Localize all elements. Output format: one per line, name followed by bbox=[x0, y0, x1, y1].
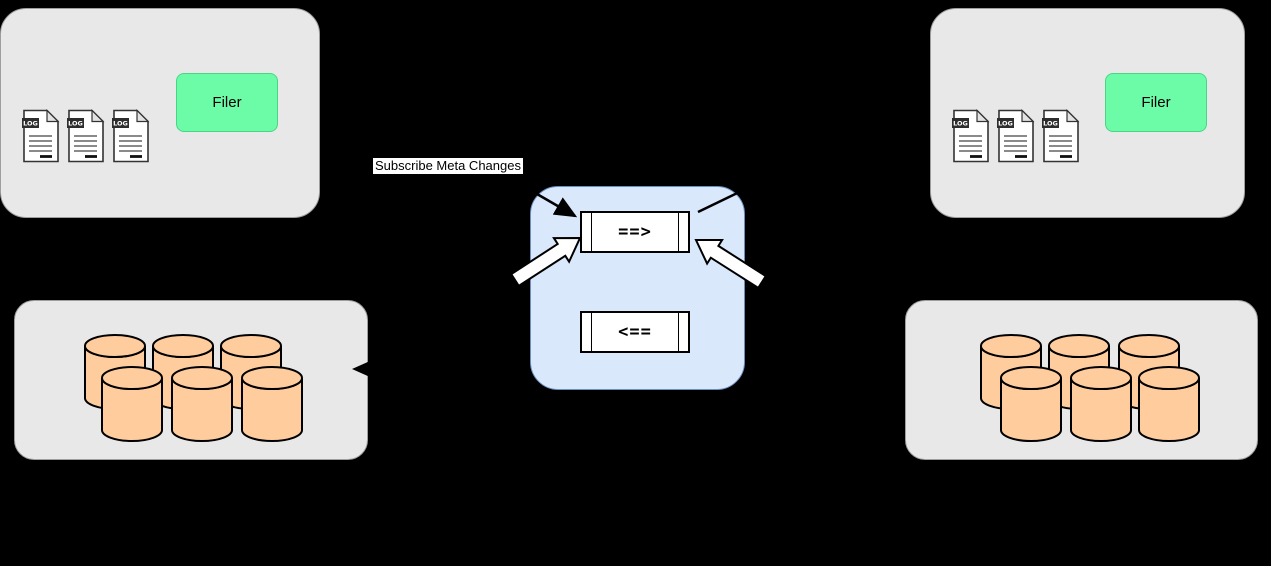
log-files-right: LOG LOG LOG bbox=[951, 109, 1081, 163]
filer-node-right: Filer bbox=[1105, 73, 1207, 132]
volume-cylinders-right bbox=[980, 334, 1200, 442]
log-badge: LOG bbox=[68, 120, 83, 128]
filer-cluster-left: LOG LOG LOG Filer bbox=[0, 8, 320, 218]
queue-endcap-right bbox=[678, 213, 679, 251]
filer-node-left: Filer bbox=[176, 73, 278, 132]
volume-cylinders-left bbox=[84, 334, 303, 442]
queue-backward-label: <== bbox=[618, 322, 652, 342]
volume-cylinder bbox=[1070, 366, 1132, 442]
queue-forward: ==> bbox=[580, 211, 690, 253]
volume-cylinder bbox=[1000, 366, 1062, 442]
log-file-icon: LOG bbox=[21, 109, 60, 163]
volume-cluster-left bbox=[14, 300, 368, 460]
log-file-icon: LOG bbox=[66, 109, 105, 163]
log-file-icon: LOG bbox=[951, 109, 990, 163]
queue-endcap-left bbox=[591, 213, 592, 251]
filer-cluster-right: LOG LOG LOG Filer bbox=[930, 8, 1245, 218]
log-files-left: LOG LOG LOG bbox=[21, 109, 151, 163]
queue-endcap-left bbox=[591, 313, 592, 351]
log-badge: LOG bbox=[113, 120, 128, 128]
log-file-icon: LOG bbox=[111, 109, 150, 163]
volume-cylinder bbox=[171, 366, 233, 442]
volume-cylinder bbox=[101, 366, 163, 442]
log-badge: LOG bbox=[953, 120, 968, 128]
log-file-icon: LOG bbox=[996, 109, 1035, 163]
subscribe-meta-changes-label: Subscribe Meta Changes bbox=[373, 158, 523, 174]
queue-endcap-right bbox=[678, 313, 679, 351]
volume-cylinder bbox=[1138, 366, 1200, 442]
queue-forward-label: ==> bbox=[618, 222, 652, 242]
queue-backward: <== bbox=[580, 311, 690, 353]
filer-label: Filer bbox=[1141, 94, 1171, 111]
log-badge: LOG bbox=[23, 120, 38, 128]
volume-cluster-right bbox=[905, 300, 1258, 460]
log-badge: LOG bbox=[1043, 120, 1058, 128]
log-file-icon: LOG bbox=[1041, 109, 1080, 163]
volume-cylinder bbox=[241, 366, 303, 442]
log-badge: LOG bbox=[998, 120, 1013, 128]
filer-label: Filer bbox=[212, 94, 242, 111]
